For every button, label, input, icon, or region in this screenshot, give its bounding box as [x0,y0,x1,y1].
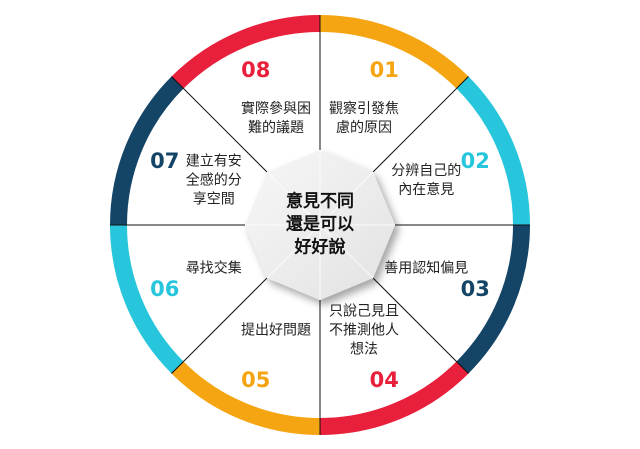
segment-label-07: 建立有安 全感的分 享空間 [185,153,242,208]
segment-label-08: 實際參與困 難的議題 [240,100,311,136]
segment-label-03: 善用認知偏見 [384,260,469,277]
ring-arc-02 [456,76,530,226]
segment-number-02: 02 [460,148,490,173]
segment-label-01: 觀察引發焦 慮的原因 [329,100,399,136]
segment-number-08: 08 [241,57,271,82]
segment-number-04: 04 [369,368,399,393]
segment-label-05: 提出好問題 [240,322,311,339]
segment-number-01: 01 [369,57,399,82]
ring-arc-07 [110,76,184,226]
segment-label-04: 只說己見且 不推測他人 想法 [329,303,399,358]
center-octagon [245,150,395,300]
ring-arc-04 [319,361,469,435]
center-title: 意見不同 還是可以 好好說 [286,191,354,258]
segment-number-06: 06 [150,277,180,302]
ring-arc-03 [456,224,530,374]
ring-arc-08 [171,15,321,89]
segment-number-07: 07 [150,148,180,173]
ring-arc-06 [110,224,184,374]
segment-number-03: 03 [460,277,490,302]
outer-ring [110,15,530,435]
segment-label-02: 分辨自己的 內在意見 [391,162,462,198]
segment-dividers [110,15,530,435]
segment-number-05: 05 [241,368,271,393]
ring-arc-01 [319,15,469,89]
segment-label-06: 尋找交集 [185,260,242,277]
ring-arc-05 [171,361,321,435]
